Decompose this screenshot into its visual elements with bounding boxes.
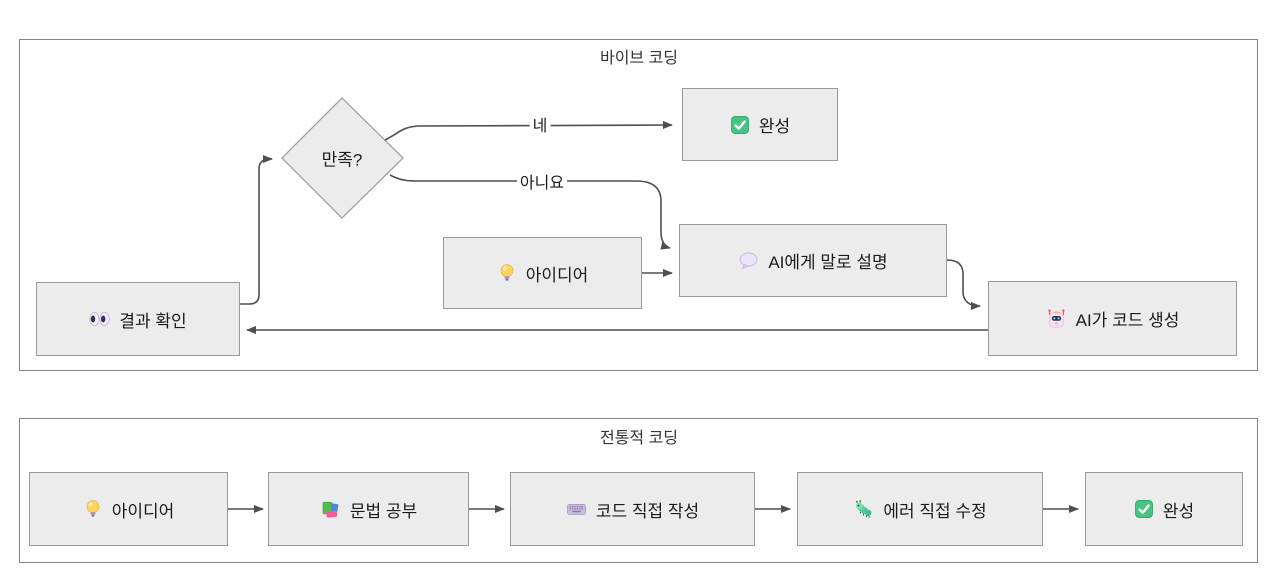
node-label-study: 문법 공부	[349, 501, 418, 521]
subgraph-traditional-coding	[19, 418, 1258, 563]
edge-satisfied-no-to-explain	[389, 174, 671, 250]
edge-satisfied-yes-to-done	[384, 121, 673, 141]
node-label-idea-top: 아이디어	[525, 265, 589, 285]
node-label-check-result: 결과 확인	[119, 311, 187, 331]
node-label-idea-bottom: 아이디어	[111, 501, 175, 521]
keyboard-icon	[566, 499, 587, 519]
node-idea-top: 아이디어	[443, 237, 642, 309]
subgraph-title-vibe-coding: 바이브 코딩	[599, 50, 679, 67]
node-label-generate: AI가 코드 생성	[1075, 311, 1180, 330]
node-label-fix: 에러 직접 수정	[883, 501, 987, 521]
node-fix: 에러 직접 수정	[797, 472, 1043, 546]
edge-label-yes: 네	[529, 112, 551, 136]
check-mark-icon	[730, 115, 750, 135]
check-mark-icon	[1134, 499, 1154, 519]
node-write: 코드 직접 작성	[510, 472, 755, 546]
edge-label-no: 아니요	[516, 169, 568, 193]
subgraph-vibe-coding	[19, 39, 1258, 371]
edge-check-result-to-satisfied	[240, 155, 273, 305]
node-label-write: 코드 직접 작성	[595, 501, 700, 521]
node-done-bottom: 완성	[1085, 472, 1243, 546]
node-idea-bottom: 아이디어	[29, 472, 228, 546]
subgraph-title-traditional-coding: 전통적 코딩	[599, 430, 679, 447]
node-done-top: 완성	[682, 88, 838, 161]
node-label-explain: AI에게 말로 설명	[768, 253, 888, 272]
node-label-done-top: 완성	[758, 117, 791, 136]
node-study: 문법 공부	[268, 472, 469, 546]
light-bulb-icon	[497, 263, 517, 283]
node-generate: AI가 코드 생성	[988, 281, 1237, 356]
edge-explain-to-generate	[946, 259, 981, 310]
light-bulb-icon	[83, 499, 103, 519]
eyes-icon	[89, 309, 110, 329]
node-check-result: 결과 확인	[36, 282, 240, 356]
speech-balloon-icon	[738, 251, 759, 271]
robot-icon	[1046, 308, 1067, 329]
node-explain: AI에게 말로 설명	[679, 224, 947, 297]
decision-diamond-satisfied	[281, 97, 404, 219]
bug-icon	[853, 499, 874, 520]
node-label-done-bottom: 완성	[1162, 501, 1195, 521]
books-icon	[320, 499, 341, 520]
node-label-satisfied: 만족?	[321, 150, 363, 170]
